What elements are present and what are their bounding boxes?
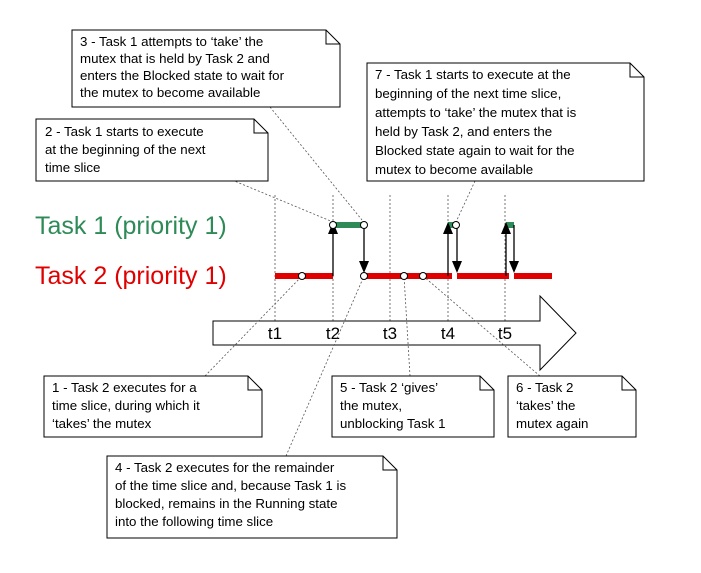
- tick-label-t5: t5: [498, 324, 512, 343]
- tick-label-t4: t4: [441, 324, 455, 343]
- note-5-line-3: unblocking Task 1: [340, 416, 445, 431]
- switch-arrows: [328, 222, 519, 276]
- note-7-fold: [629, 63, 644, 78]
- note-3-line-1: 3 - Task 1 attempts to ‘take’ the: [80, 34, 263, 49]
- time-axis-arrow: [212, 294, 577, 372]
- switch-arrowhead-up-t4: [443, 222, 453, 234]
- tick-labels: t1 t2 t3 t4 t5: [268, 324, 512, 343]
- note-7-line-2: beginning of the next time slice,: [375, 86, 561, 101]
- task2-label: Task 2 (priority 1): [35, 262, 227, 290]
- note-2-box: [35, 118, 269, 182]
- note-3-fold: [325, 30, 340, 45]
- tick-label-t1: t1: [268, 324, 282, 343]
- note-4-line-2: of the time slice and, because Task 1 is: [115, 478, 346, 493]
- note-3-line-2: mutex that is held by Task 2 and: [80, 51, 270, 66]
- callout-line-3: [269, 106, 363, 221]
- note-4-line-3: blocked, remains in the Running state: [115, 496, 337, 511]
- note-3-line-4: the mutex to become available: [80, 85, 260, 100]
- callout-line-5: [403, 275, 411, 377]
- event-marker-task1-blocked: [360, 221, 368, 229]
- callout-line-6: [422, 275, 541, 377]
- note-5-line-1: 5 - Task 2 ‘gives’: [340, 380, 438, 395]
- note-7: 7 - Task 1 starts to execute at the begi…: [366, 62, 645, 182]
- switch-arrowhead-down-t2: [359, 261, 369, 273]
- note-1-box: [43, 375, 263, 438]
- note-6-line-3: mutex again: [516, 416, 588, 431]
- note-6-box: [507, 375, 637, 438]
- note-5-line-2: the mutex,: [340, 398, 402, 413]
- note-2-line-1: 2 - Task 1 starts to execute: [45, 124, 204, 139]
- note-5: 5 - Task 2 ‘gives’ the mutex, unblocking…: [331, 375, 495, 438]
- note-5-fold: [479, 376, 494, 391]
- task1-bar-slice5: [506, 222, 514, 228]
- note-7-box: [366, 62, 645, 182]
- note-6-line-1: 6 - Task 2: [516, 380, 573, 395]
- note-4-box: [106, 455, 398, 539]
- event-marker-task1-attempt: [452, 221, 460, 229]
- note-2-line-2: at the beginning of the next: [45, 142, 206, 157]
- task2-bars: [275, 273, 552, 279]
- note-7-line-5: Blocked state again to wait for the: [375, 143, 575, 158]
- callout-line-2: [231, 179, 334, 223]
- note-1: 1 - Task 2 executes for a time slice, du…: [43, 375, 263, 438]
- note-6: 6 - Task 2 ‘takes’ the mutex again: [507, 375, 637, 438]
- note-2-line-3: time slice: [45, 160, 100, 175]
- event-markers: [298, 221, 460, 280]
- callout-line-4: [285, 275, 365, 457]
- note-1-line-3: ‘takes’ the mutex: [52, 416, 152, 431]
- tick-label-t2: t2: [326, 324, 340, 343]
- note-1-fold: [247, 376, 262, 391]
- note-3-line-3: enters the Blocked state to wait for: [80, 68, 285, 83]
- note-2-fold: [253, 119, 268, 134]
- note-2: 2 - Task 1 starts to execute at the begi…: [35, 118, 269, 182]
- event-marker-task1-start: [329, 221, 337, 229]
- note-7-line-4: held by Task 2, and enters the: [375, 124, 552, 139]
- tick-label-t3: t3: [383, 324, 397, 343]
- note-6-line-2: ‘takes’ the: [516, 398, 575, 413]
- note-1-line-1: 1 - Task 2 executes for a: [52, 380, 197, 395]
- note-4-line-4: into the following time slice: [115, 514, 273, 529]
- event-marker-give-mutex: [400, 272, 408, 280]
- event-marker-take-again: [419, 272, 427, 280]
- callout-line-7: [455, 180, 476, 223]
- event-marker-take-mutex: [298, 272, 306, 280]
- switch-arrowhead-down-t5: [509, 261, 519, 273]
- note-5-box: [331, 375, 495, 438]
- switch-arrowhead-down-t4: [452, 261, 462, 273]
- event-marker-task2-continue: [360, 272, 368, 280]
- note-6-fold: [621, 376, 636, 391]
- task1-label: Task 1 (priority 1): [35, 212, 227, 240]
- note-7-line-1: 7 - Task 1 starts to execute at the: [375, 67, 571, 82]
- note-3-box: [71, 29, 341, 108]
- switch-arrowhead-up-t5: [501, 222, 511, 234]
- tick-guides: [274, 195, 506, 340]
- task2-bar-slice5: [514, 273, 552, 279]
- note-4-line-1: 4 - Task 2 executes for the remainder: [115, 460, 335, 475]
- note-4: 4 - Task 2 executes for the remainder of…: [106, 455, 398, 539]
- note-7-line-3: attempts to ‘take’ the mutex that is: [375, 105, 577, 120]
- note-1-line-2: time slice, during which it: [52, 398, 200, 413]
- task1-bar-slice2: [333, 222, 364, 228]
- callout-line-1: [204, 275, 303, 377]
- note-3: 3 - Task 1 attempts to ‘take’ the mutex …: [71, 29, 341, 108]
- task2-bar-slice4: [457, 273, 509, 279]
- callout-lines: [204, 106, 541, 457]
- note-4-fold: [382, 456, 397, 471]
- note-7-line-6: mutex to become available: [375, 162, 533, 177]
